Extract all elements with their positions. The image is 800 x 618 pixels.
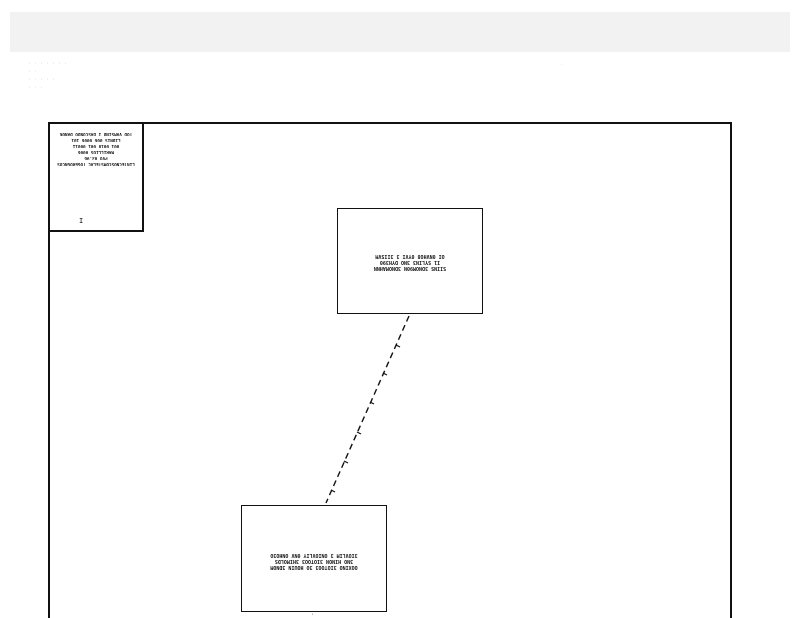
connector-tick [395,344,401,348]
connector-tick-marks [330,344,401,493]
node-line: OI 0NVHO8 0YVI 3 3IISVM [375,253,445,259]
diagram-frame [48,122,732,618]
title-stamp-box: LINTECNOSCOMSTELAC TOGEROGNCOS PVO 03.96… [48,122,144,232]
header-right-mark: · [560,62,564,68]
dashed-connector-line [325,315,410,504]
node-line: 3IOVLIM 3 ONIOVLIY 0NV ONHO3O [270,552,358,558]
connector-tick [369,401,375,405]
connector-tick [356,431,362,435]
diagram-node-top: SIINS 3DNOM90N 3DNOMAHNN I1 SYLIN3 3NO D… [337,208,483,314]
diagram-node-bottom: OOXINO 3IOTOO3 3O HOUIN 3DNOM 3NO HINON … [241,505,387,612]
header-notes: · · · · · · · · · · · · · · · · · [28,60,168,110]
connector-tick [382,372,388,376]
bottom-edge-mark: · [311,612,315,618]
header-line: · · · [28,85,44,91]
connector-tick [343,460,349,464]
node-top-text: SIINS 3DNOM90N 3DNOMAHNN I1 SYLIN3 3NO D… [338,253,482,271]
header-line: · · [28,69,38,75]
node-line: I1 SYLIN3 3NO DYH390 [379,259,441,265]
node-line: 3NO HINON 3IOTOO3 3HIMOLDS [274,558,354,564]
node-line: OOXINO 3IOTOO3 3O HOUIN 3DNOM [270,564,358,570]
top-margin-band [10,12,790,52]
node-line: SIINS 3DNOM90N 3DNOMAHNN [373,265,447,271]
stamp-tick-mark: I [79,217,84,225]
header-line: · · · · · · · [28,61,68,67]
connector-tick [330,489,336,493]
node-bottom-text: OOXINO 3IOTOO3 3O HOUIN 3DNOM 3NO HINON … [242,552,386,570]
header-line: · · · · · [28,77,56,83]
